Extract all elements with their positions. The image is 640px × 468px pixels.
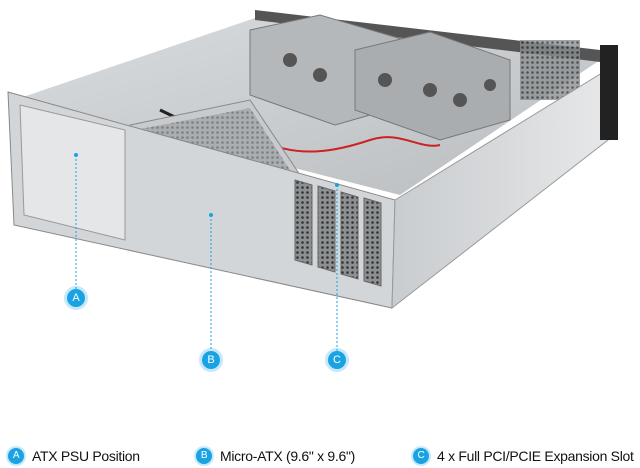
legend-label-b: Micro-ATX (9.6" x 9.6") <box>220 448 356 464</box>
legend-marker-a: A <box>8 448 24 464</box>
legend-label-c: 4 x Full PCI/PCIE Expansion Slot <box>437 448 634 464</box>
expansion-slot-brackets <box>294 179 382 287</box>
rear-fan-vent <box>520 40 580 100</box>
legend-item-b: B Micro-ATX (9.6" x 9.6") <box>196 448 355 464</box>
rack-ear <box>600 45 618 140</box>
legend-item-c: C 4 x Full PCI/PCIE Expansion Slot <box>413 448 634 464</box>
legend-marker-c: C <box>413 448 429 464</box>
legend-label-a: ATX PSU Position <box>32 448 140 464</box>
callout-marker-c: C <box>328 351 346 369</box>
legend-marker-b: B <box>196 448 212 464</box>
front-left-bay <box>19 104 126 241</box>
callout-marker-b: B <box>202 351 220 369</box>
legend-item-a: A ATX PSU Position <box>8 448 140 464</box>
power-cables <box>259 136 441 153</box>
callout-marker-a: A <box>67 289 85 307</box>
